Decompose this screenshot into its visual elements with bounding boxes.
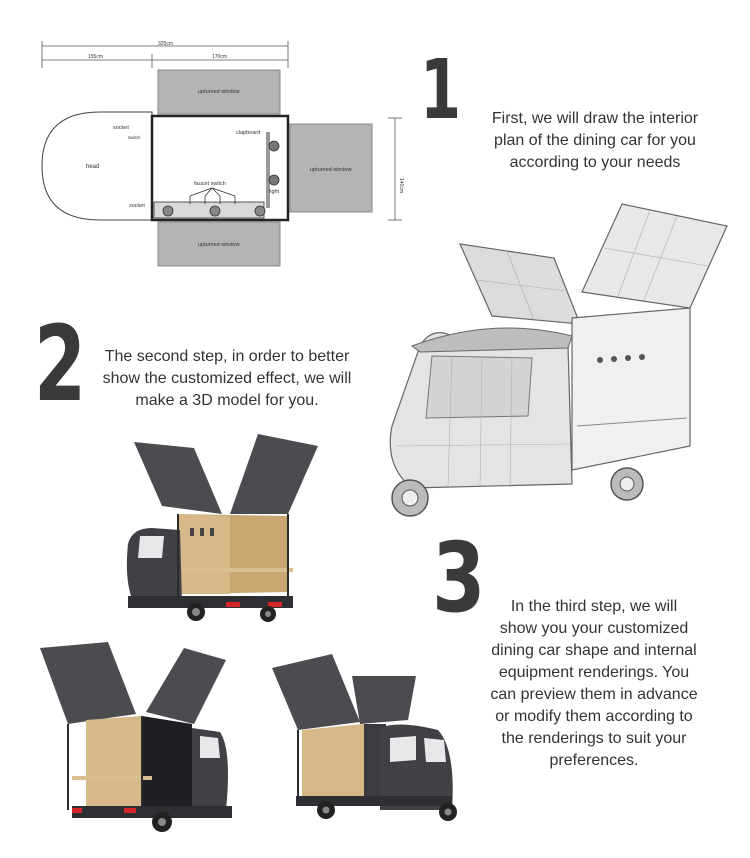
step-1-line: according to your needs bbox=[509, 154, 681, 171]
step-1-text: First, we will draw the interior plan of… bbox=[472, 108, 718, 174]
render-truck-3-image bbox=[272, 654, 457, 821]
render-3-panel-right bbox=[352, 676, 416, 724]
wireframe-model-image bbox=[389, 203, 728, 517]
socket-bottom-label: socket bbox=[129, 203, 145, 209]
render-2-panel-left bbox=[40, 642, 136, 724]
step-3-text: In the third step, we will show you your… bbox=[470, 596, 718, 772]
window-right-label: upturned window bbox=[310, 167, 352, 173]
clapboard-label: clapboard bbox=[236, 130, 260, 136]
head-outline bbox=[41, 111, 153, 221]
sink-2 bbox=[209, 205, 221, 217]
dimension-lines bbox=[41, 41, 402, 221]
dim-body-label: 170cm bbox=[212, 54, 227, 60]
render-1-taps bbox=[190, 528, 214, 536]
step-3-line: can preview them in advance bbox=[490, 686, 698, 703]
dim-head-label: 155cm bbox=[88, 54, 103, 60]
cargo-box bbox=[571, 307, 691, 471]
head-label: head bbox=[86, 164, 99, 170]
faucets bbox=[189, 187, 236, 204]
step-2-number: 2 bbox=[34, 303, 87, 425]
step-1-line: plan of the dining car for you bbox=[494, 132, 696, 149]
cab-windshield bbox=[425, 355, 533, 419]
dim-height-label: 140cm bbox=[398, 178, 404, 193]
render-truck-1-image bbox=[126, 434, 318, 622]
step-3-line: In the third step, we will bbox=[510, 598, 678, 615]
render-1-panel-right bbox=[230, 434, 318, 514]
socket-top-label: socket bbox=[113, 125, 129, 131]
raised-panel-right bbox=[581, 203, 728, 309]
dim-total-label: 325cm bbox=[158, 41, 173, 47]
render-2-panel-right bbox=[146, 648, 226, 724]
step-3-line: show you your customized bbox=[499, 620, 689, 637]
step-3-line: or modify them according to bbox=[495, 708, 693, 725]
clapboard bbox=[266, 132, 270, 208]
step-3-line: the renderings to suit your bbox=[501, 730, 687, 747]
step-2-line: The second step, in order to better bbox=[104, 348, 350, 365]
render-3-panel-left bbox=[272, 654, 360, 730]
window-top bbox=[157, 69, 281, 115]
step-1-line: First, we will draw the interior bbox=[491, 110, 699, 127]
faucet-switch-label: faucet switch bbox=[194, 181, 226, 187]
sink-3 bbox=[254, 205, 266, 217]
step-3-line: equipment renderings. You bbox=[498, 664, 690, 681]
step-2-line: show the customized effect, we will bbox=[102, 370, 352, 387]
sink-1 bbox=[162, 205, 174, 217]
window-top-label: upturned window bbox=[198, 89, 240, 95]
step-3-line: preferences. bbox=[549, 752, 639, 769]
step-1-number: 1 bbox=[420, 43, 462, 138]
step-3-line: dining car shape and internal bbox=[491, 642, 697, 659]
render-3-box-interior bbox=[302, 724, 364, 800]
render-1-panel-left bbox=[134, 442, 222, 514]
wireframe-taps bbox=[597, 354, 645, 363]
floor-plan-diagram: 325cm 155cm 170cm 140cm head upturned wi… bbox=[41, 41, 404, 267]
render-2-box-interior bbox=[86, 716, 142, 810]
light-1 bbox=[268, 140, 280, 152]
step-2-text: The second step, in order to better show… bbox=[92, 346, 362, 412]
window-right bbox=[289, 123, 373, 213]
render-truck-2-image bbox=[40, 642, 232, 832]
window-bottom-label: upturned window bbox=[198, 242, 240, 248]
step-2-line: make a 3D model for you. bbox=[135, 392, 319, 409]
cab-roof bbox=[410, 327, 573, 353]
switch-label: switch bbox=[128, 135, 141, 140]
window-bottom bbox=[157, 221, 281, 267]
light-label: light bbox=[269, 189, 280, 195]
render-1-box-wall bbox=[178, 514, 230, 594]
light-2 bbox=[268, 174, 280, 186]
step-3-number: 3 bbox=[432, 522, 486, 634]
